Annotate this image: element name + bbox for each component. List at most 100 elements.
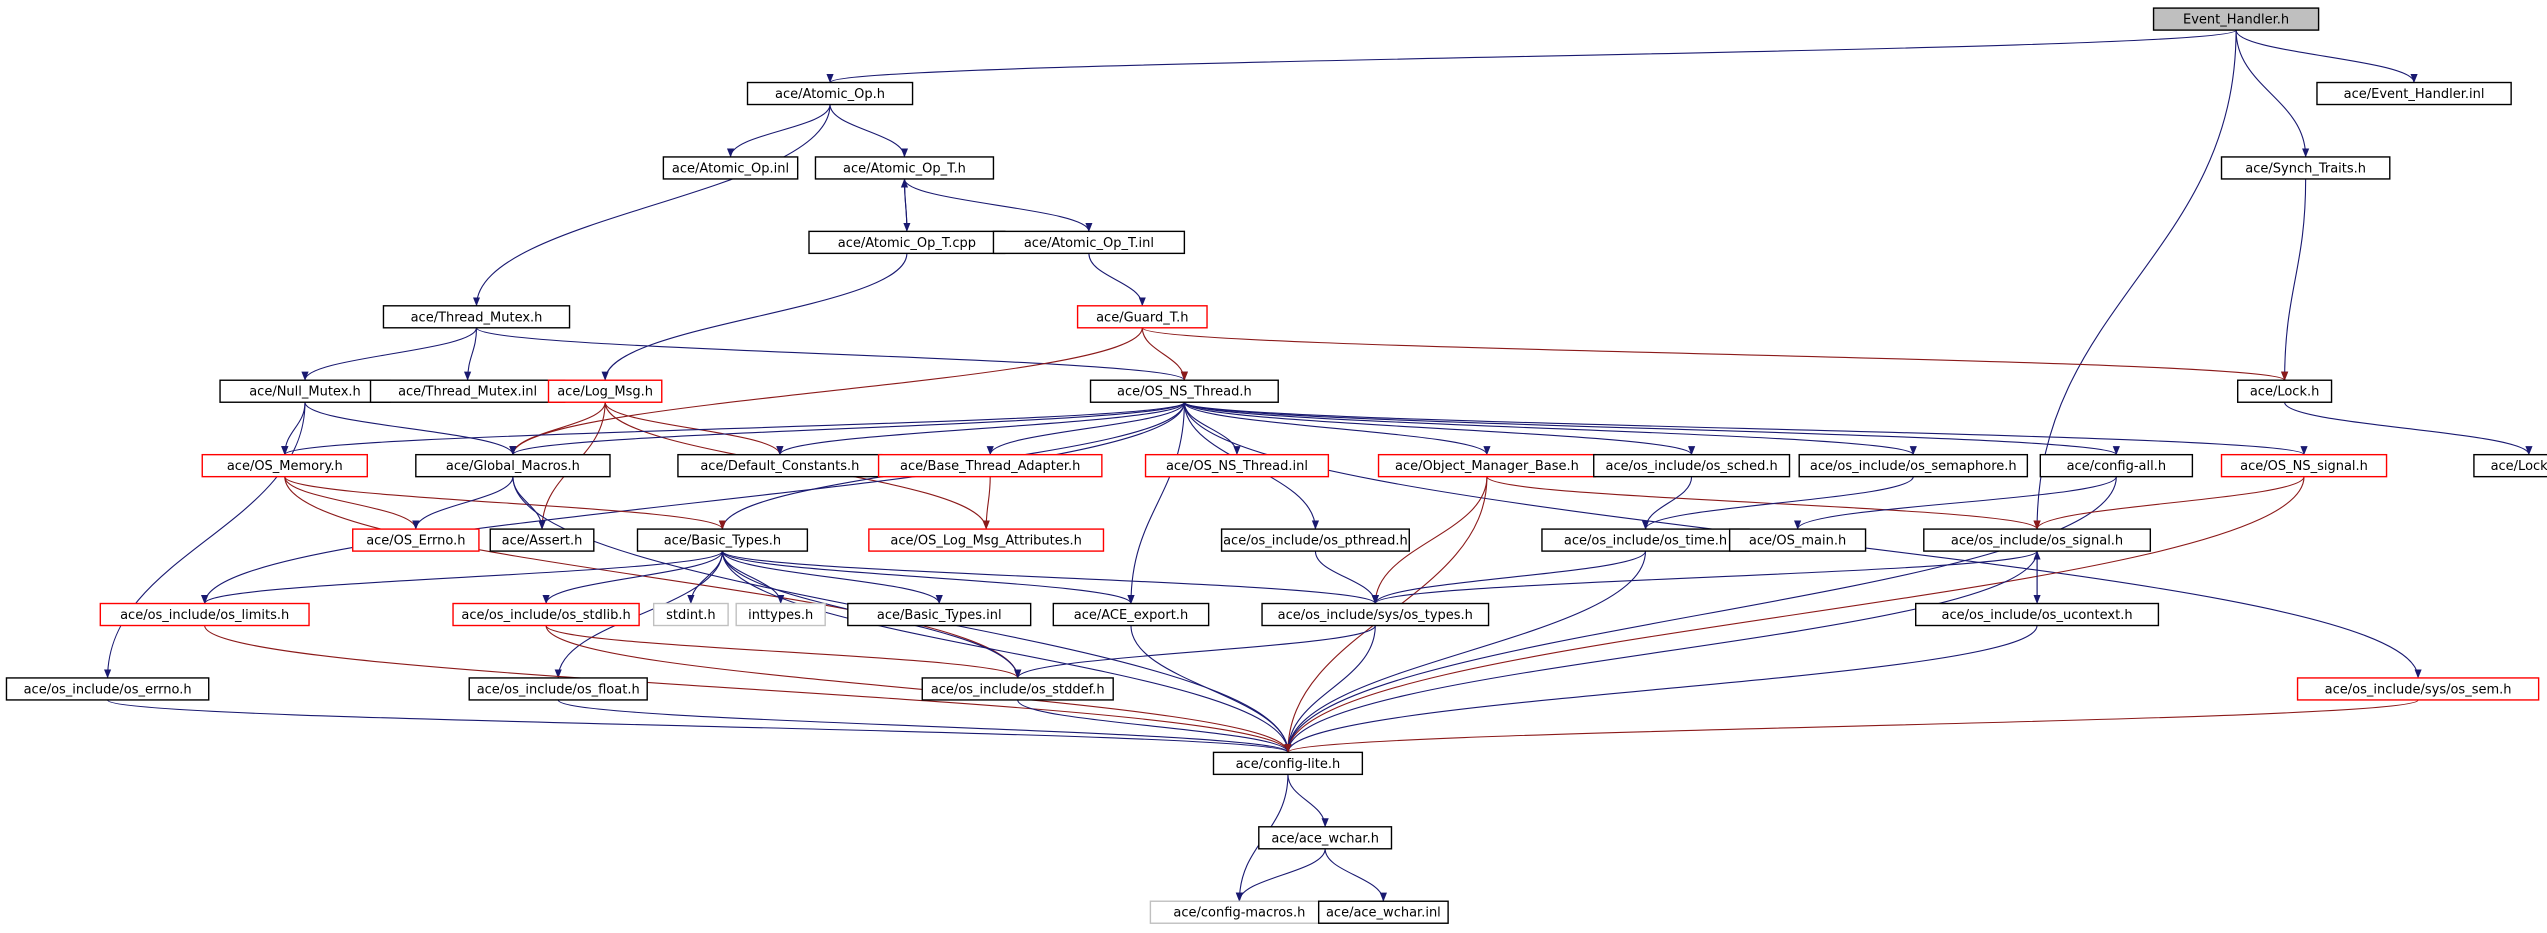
edge-atomic_op_t_cpp-to-log_msg_h	[601, 253, 908, 381]
node-box	[415, 453, 611, 478]
edge-base_thread_adapter_h-to-os_log_msg_attributes_h	[982, 476, 991, 530]
edge-os_stdlib_h-to-config_lite_h	[545, 625, 1292, 753]
node-sys-os-types-h[interactable]: ace/os_include/sys/os_types.h	[1261, 602, 1490, 627]
node-basic-types-h[interactable]: ace/Basic_Types.h	[636, 528, 809, 552]
edge-basic_types_h-to-basic_types_inl	[721, 550, 943, 604]
node-lock-h[interactable]: ace/Lock.h	[2236, 379, 2333, 403]
edge-basic_types_h-to-sys_os_types_h	[721, 550, 1379, 604]
node-label: ace/os_include/os_semaphore.h	[1810, 459, 2017, 474]
node-config-lite-h[interactable]: ace/config-lite.h	[1212, 751, 1364, 776]
node-os-time-h[interactable]: ace/os_include/os_time.h	[1541, 528, 1750, 552]
node-os-log-msg-attributes-h[interactable]: ace/OS_Log_Msg_Attributes.h	[868, 528, 1105, 552]
node-synch-traits-h[interactable]: ace/Synch_Traits.h	[2220, 156, 2391, 180]
node-label: ace/os_include/os_signal.h	[1951, 534, 2123, 549]
node-box	[1593, 453, 1791, 478]
node-label: ace/os_include/os_pthread.h	[1223, 534, 1408, 549]
node-lock-inl[interactable]: ace/Lock.inl	[2473, 453, 2547, 478]
node-ace-wchar-inl[interactable]: ace/ace_wchar.inl	[1317, 900, 1449, 924]
node-os-errno-h[interactable]: ace/OS_Errno.h	[352, 528, 480, 552]
node-label: ace/OS_Log_Msg_Attributes.h	[890, 534, 1081, 549]
edge-os_float_h-to-config_lite_h	[557, 699, 1292, 753]
edge-os_stdlib_h-to-os_stddef_h	[545, 625, 1022, 679]
node-base-thread-adapter-h[interactable]: ace/Base_Thread_Adapter.h	[877, 453, 1103, 478]
node-box	[382, 305, 571, 329]
node-null-mutex-h[interactable]: ace/Null_Mutex.h	[219, 379, 391, 403]
node-atomic-op-t-inl[interactable]: ace/Atomic_Op_T.inl	[992, 230, 1186, 255]
edge-thread_mutex_h-to-os_ns_thread_h	[475, 327, 1188, 381]
edge-os_ns_thread_h-to-base_thread_adapter_h	[986, 402, 1185, 456]
edge-os_memory_h-to-os_stddef_h	[284, 476, 1022, 679]
edge-guard_t_h-to-global_macros_h	[509, 327, 1143, 456]
node-object-manager-base-h[interactable]: ace/Object_Manager_Base.h	[1377, 453, 1597, 478]
node-os-main-h[interactable]: ace/OS_main.h	[1728, 528, 1867, 552]
dependency-edges	[104, 29, 2533, 902]
node-label: ace/Atomic_Op_T.cpp	[838, 236, 976, 251]
node-box	[992, 230, 1186, 255]
edge-event_handler_h-to-event_handler_inl	[2235, 29, 2418, 83]
node-config-all-h[interactable]: ace/config-all.h	[2039, 453, 2194, 478]
node-os-signal-h[interactable]: ace/os_include/os_signal.h	[1923, 528, 2152, 552]
node-os-ucontext-h[interactable]: ace/os_include/os_ucontext.h	[1915, 602, 2160, 627]
node-os-pthread-h[interactable]: ace/os_include/os_pthread.h	[1220, 528, 1410, 552]
node-ace-wchar-h[interactable]: ace/ace_wchar.h	[1258, 826, 1393, 850]
node-os-stddef-h[interactable]: ace/os_include/os_stddef.h	[921, 677, 1114, 701]
edge-os_ns_signal_h-to-config_lite_h	[1284, 476, 2305, 753]
node-assert-h[interactable]: ace/Assert.h	[489, 528, 595, 552]
edge-os_ns_thread_h-to-os_ns_signal_h	[1183, 401, 2308, 456]
edge-os_ns_thread_h-to-os_semaphore_h	[1183, 401, 1917, 456]
node-os-sched-h[interactable]: ace/os_include/os_sched.h	[1593, 453, 1791, 478]
node-os-float-h[interactable]: ace/os_include/os_float.h	[468, 677, 648, 701]
node-sys-os-sem-h[interactable]: ace/os_include/sys/os_sem.h	[2296, 677, 2540, 701]
node-box	[662, 156, 799, 180]
node-label: ace/config-macros.h	[1173, 906, 1305, 921]
edge-basic_types_h-to-ace_export_h	[721, 550, 1135, 604]
node-global-macros-h[interactable]: ace/Global_Macros.h	[415, 453, 611, 478]
node-os-ns-signal-h[interactable]: ace/OS_NS_signal.h	[2220, 453, 2388, 478]
edge-os_time_h-to-sys_os_types_h	[1371, 550, 1647, 604]
node-label: ace/config-all.h	[2067, 459, 2167, 474]
node-label: ace/Thread_Mutex.h	[411, 310, 543, 325]
node-os-memory-h[interactable]: ace/OS_Memory.h	[201, 453, 368, 478]
node-label: ace/Null_Mutex.h	[249, 385, 361, 400]
node-atomic-op-h[interactable]: ace/Atomic_Op.h	[746, 81, 914, 106]
node-atomic-op-inl[interactable]: ace/Atomic_Op.inl	[662, 156, 799, 180]
node-atomic-op-t-cpp[interactable]: ace/Atomic_Op_T.cpp	[808, 230, 1006, 255]
edge-os_stddef_h-to-config_lite_h	[1017, 699, 1292, 753]
node-os-semaphore-h[interactable]: ace/os_include/os_semaphore.h	[1798, 453, 2029, 478]
edge-ace_wchar_h-to-ace_wchar_inl	[1324, 848, 1387, 902]
node-thread-mutex-h[interactable]: ace/Thread_Mutex.h	[382, 305, 571, 329]
node-log-msg-h[interactable]: ace/Log_Msg.h	[547, 379, 663, 403]
node-guard-t-h[interactable]: ace/Guard_T.h	[1076, 305, 1208, 329]
node-ace-export-h[interactable]: ace/ACE_export.h	[1052, 602, 1210, 627]
node-thread-mutex-inl[interactable]: ace/Thread_Mutex.inl	[369, 379, 566, 403]
edge-event_handler_h-to-atomic_op_h	[826, 29, 2237, 83]
node-box	[652, 602, 729, 627]
edge-os_ns_thread_h-to-os_memory_h	[281, 401, 1185, 456]
node-label: ace/Global_Macros.h	[446, 459, 580, 474]
edge-sys_os_types_h-to-os_stddef_h	[1014, 625, 1376, 679]
node-event-handler-inl[interactable]: ace/Event_Handler.inl	[2316, 81, 2512, 106]
node-label: ace/ACE_export.h	[1074, 608, 1188, 623]
node-box	[1915, 602, 2160, 627]
edge-object_manager_base_h-to-sys_os_types_h	[1371, 476, 1488, 604]
node-label: stdint.h	[666, 608, 715, 623]
edge-os_memory_h-to-os_errno_h	[284, 476, 420, 530]
node-default-constants-h[interactable]: ace/Default_Constants.h	[677, 453, 883, 478]
node-os-stdlib-h[interactable]: ace/os_include/os_stdlib.h	[452, 602, 640, 627]
node-label: ace/os_include/sys/os_types.h	[1278, 608, 1473, 623]
node-os-limits-h[interactable]: ace/os_include/os_limits.h	[99, 602, 310, 627]
node-label: ace/Log_Msg.h	[557, 385, 653, 400]
node-box	[201, 453, 368, 478]
node-box	[847, 602, 1032, 627]
node-basic-types-inl[interactable]: ace/Basic_Types.inl	[847, 602, 1032, 627]
node-os-include-errno-h[interactable]: ace/os_include/os_errno.h	[5, 677, 210, 701]
node-atomic-op-t-h[interactable]: ace/Atomic_Op_T.h	[814, 156, 995, 180]
node-os-ns-thread-inl[interactable]: ace/OS_NS_Thread.inl	[1144, 453, 1330, 478]
node-label: ace/Event_Handler.inl	[2344, 87, 2485, 102]
node-box	[468, 677, 648, 701]
edge-null_mutex_h-to-global_macros_h	[304, 402, 517, 456]
node-os-ns-thread-h[interactable]: ace/OS_NS_Thread.h	[1089, 379, 1279, 403]
edge-os_limits_h-to-config_lite_h	[204, 625, 1292, 753]
